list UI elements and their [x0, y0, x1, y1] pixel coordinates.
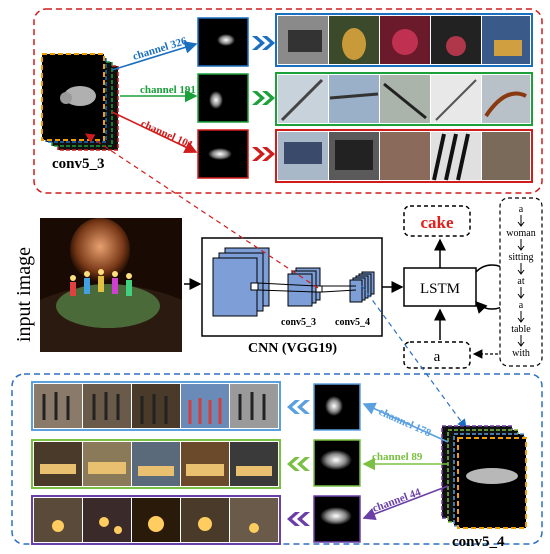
top-activation-2	[197, 73, 249, 123]
top-channel-label-3: channel 101	[139, 118, 195, 152]
bottom-image-strip-1	[31, 381, 281, 431]
caption-word: a	[519, 204, 524, 215]
conv5-3-link-line	[85, 133, 319, 289]
top-channel-label-1: channel 326	[131, 35, 188, 63]
top-chevron-red-icon	[252, 147, 275, 161]
bottom-channel-arrow-3	[362, 485, 449, 520]
input-word: a	[434, 349, 441, 365]
bottom-image-strip-2	[31, 439, 281, 489]
bottom-layer-label: conv5_4	[452, 534, 505, 550]
top-image-strip-2	[275, 72, 533, 126]
caption-word: woman	[506, 228, 535, 239]
bottom-chevron-blue-icon	[287, 400, 310, 414]
bottom-channel-label-1: channel 178	[377, 406, 433, 440]
input-image	[40, 218, 182, 352]
caption-words: a woman sitting at a table with	[506, 204, 535, 359]
top-chevron-green-icon	[252, 91, 275, 105]
cnn-conv5-3-label: conv5_3	[281, 317, 316, 328]
top-channel-label-2: channel 191	[140, 84, 196, 96]
caption-word: with	[512, 348, 530, 359]
caption-word: at	[517, 276, 524, 287]
input-word-box	[403, 341, 471, 369]
caption-word: table	[511, 324, 531, 335]
cnn-conv5-4-label: conv5_4	[335, 317, 370, 328]
top-panel-border	[33, 8, 543, 194]
conv5-4-link-line	[361, 285, 467, 429]
top-channel-arrow-3	[111, 111, 198, 153]
top-image-strip-3	[275, 129, 533, 183]
caption-sequence-box	[499, 197, 543, 367]
bottom-channel-label-3: channel 44	[371, 486, 423, 515]
top-image-strip-1	[275, 13, 533, 67]
caption-word: sitting	[508, 252, 533, 263]
bottom-image-strip-3	[31, 495, 281, 545]
cnn-blocks	[212, 247, 375, 317]
top-feature-stack	[41, 53, 119, 151]
output-word-box	[403, 205, 471, 237]
top-chevron-blue-icon	[252, 36, 275, 50]
bottom-channel-label-2: channel 89	[372, 451, 423, 463]
input-image-label: input image	[13, 247, 35, 342]
bottom-feature-stack	[441, 425, 527, 529]
bottom-chevron-green-icon	[287, 457, 310, 471]
lstm-label: LSTM	[420, 281, 460, 297]
caption-word: a	[519, 300, 524, 311]
top-layer-label: conv5_3	[52, 156, 105, 172]
bottom-channel-arrow-1	[362, 402, 449, 443]
bottom-chevron-purple-icon	[287, 512, 310, 526]
cnn-caption: CNN (VGG19)	[248, 341, 337, 356]
output-word: cake	[420, 213, 454, 232]
top-channel-arrow-1	[111, 41, 198, 71]
